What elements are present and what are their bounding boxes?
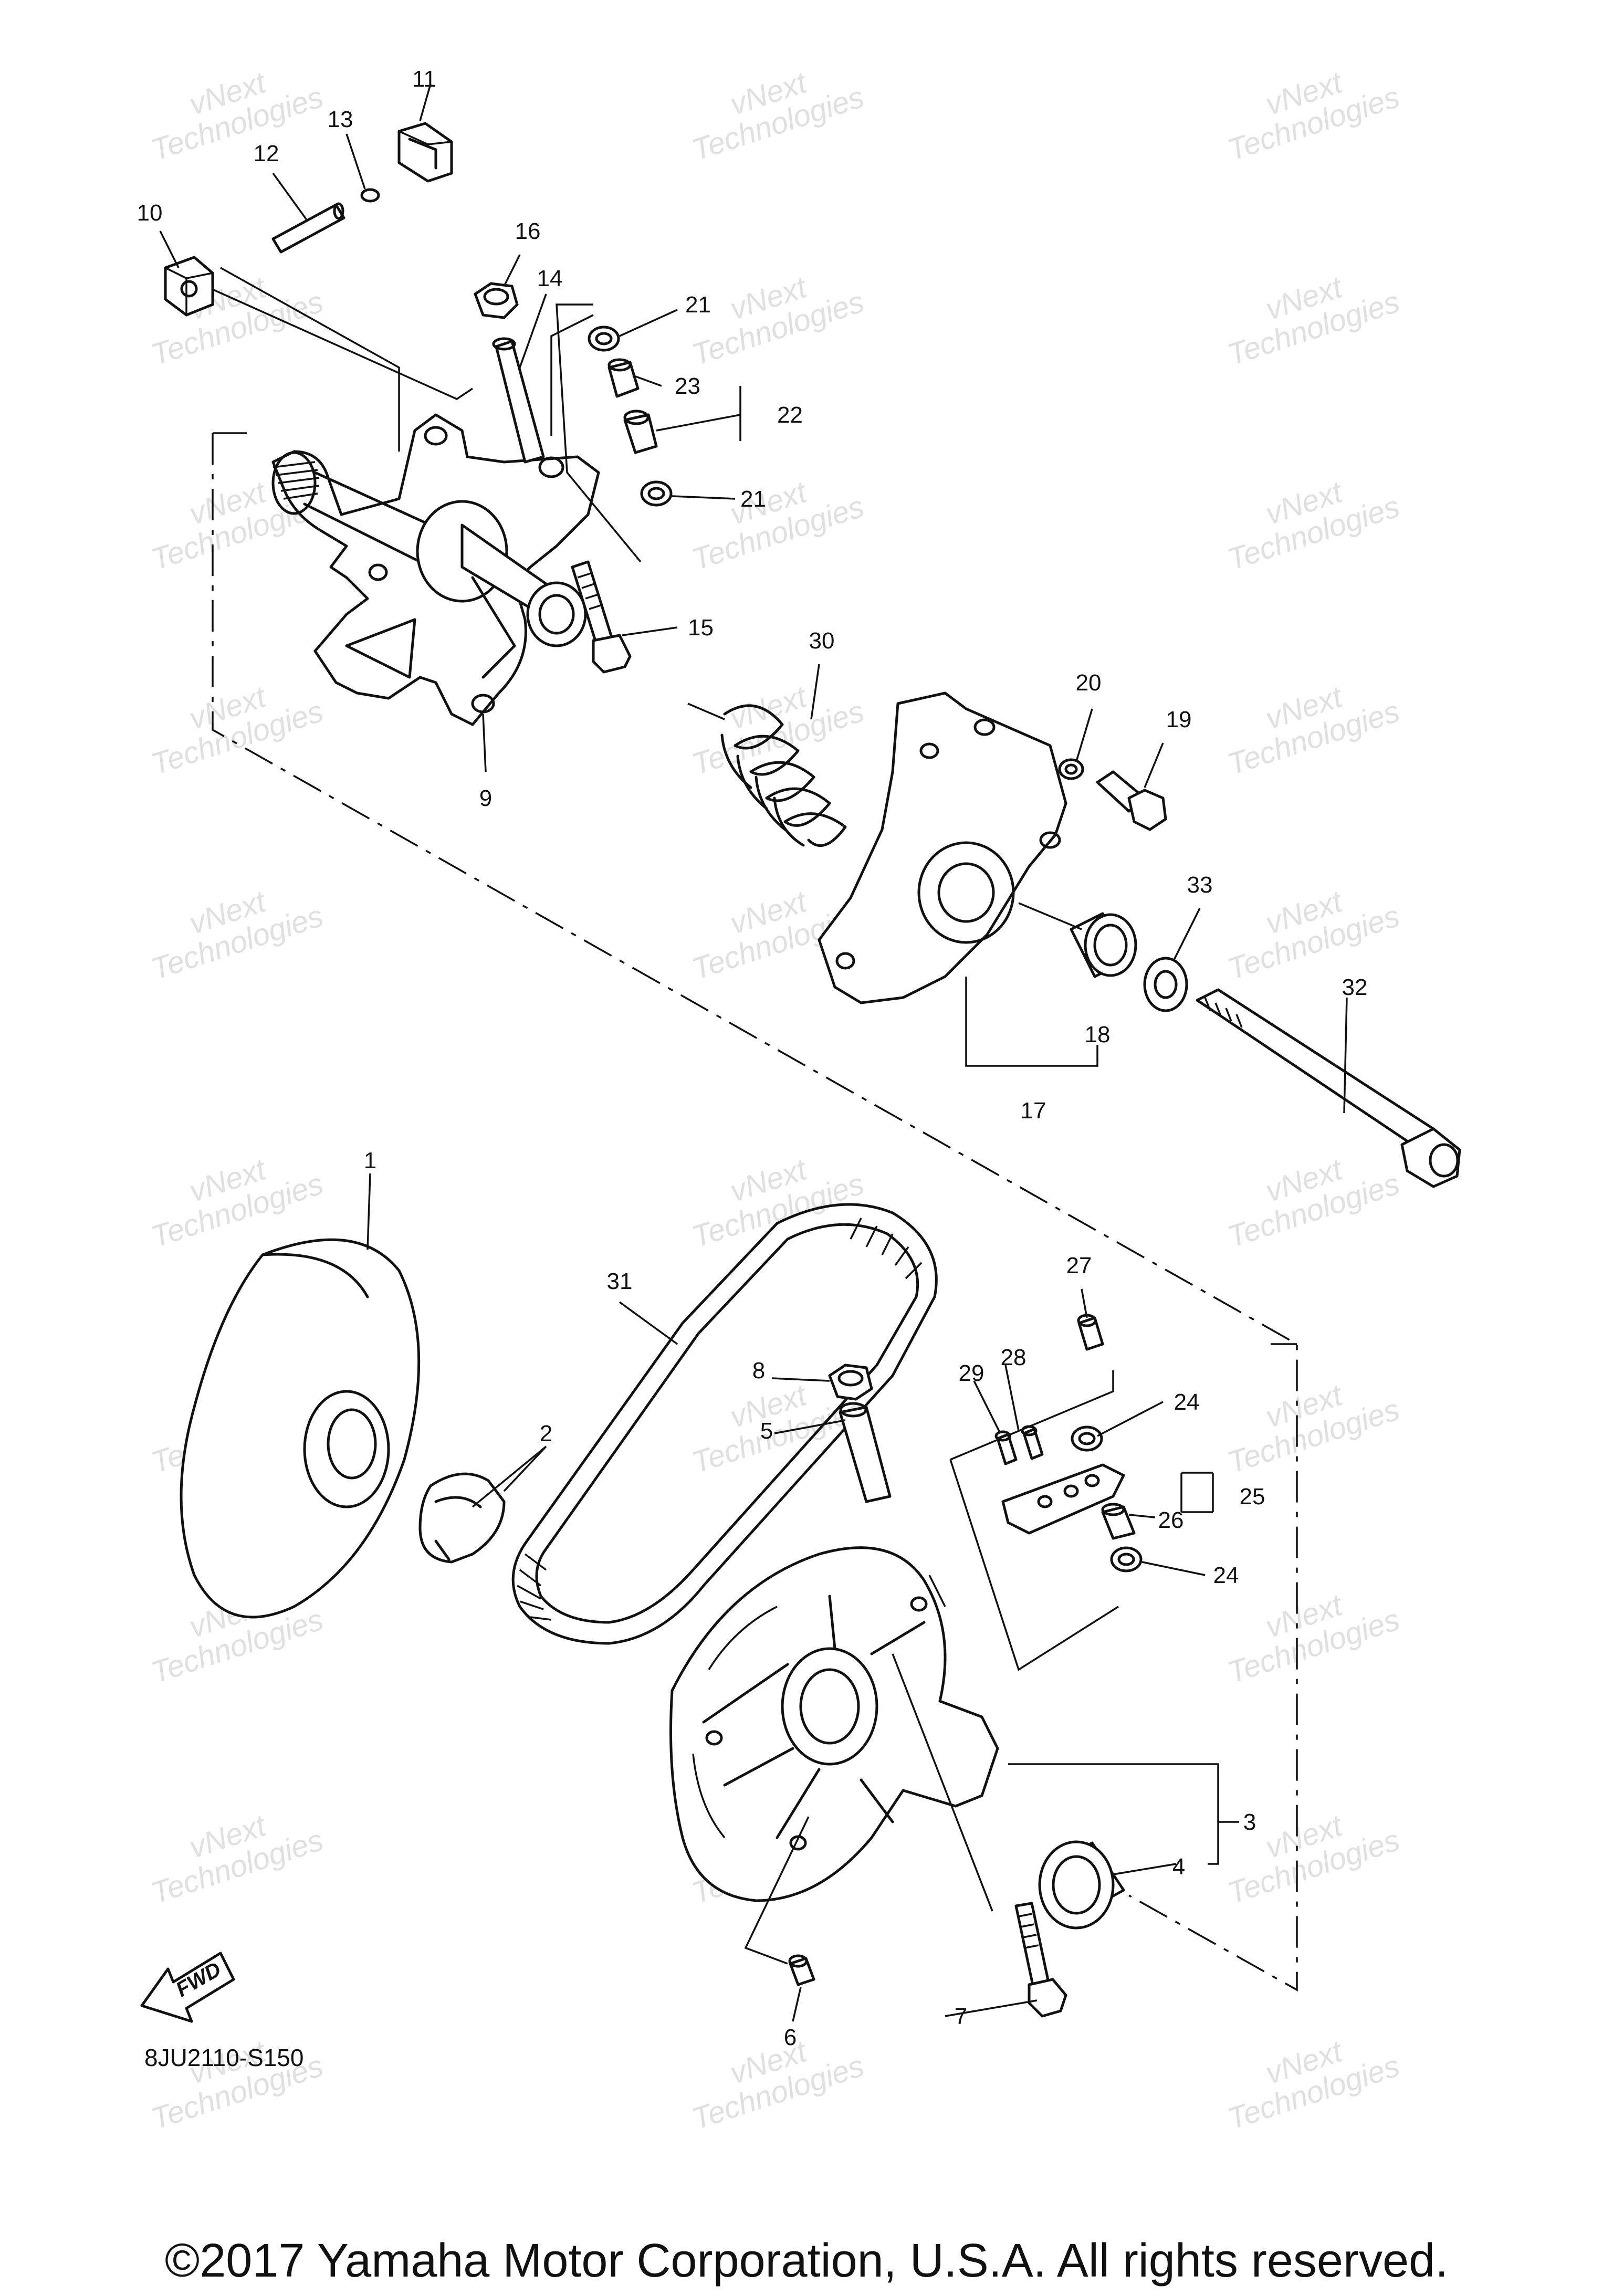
- cap-leader-lines: [687, 703, 1098, 1067]
- callout-24-bottom: 24: [1213, 1563, 1239, 1588]
- watermark-24: vNextTechnologies: [138, 1793, 328, 1911]
- part-6-pin: [788, 1954, 815, 1986]
- callout-14: 14: [537, 266, 563, 291]
- part-31-belt: [511, 1203, 938, 1645]
- callout-17: 17: [1021, 1098, 1046, 1124]
- watermark-23: vNextTechnologies: [1214, 1572, 1404, 1690]
- callout-12: 12: [254, 141, 279, 166]
- callout-4: 4: [1172, 1854, 1185, 1880]
- callout-10: 10: [137, 200, 163, 226]
- callout-20: 20: [1076, 670, 1102, 696]
- part-17-cap-plate: [818, 691, 1067, 1004]
- part-3-movable-sheave: [669, 1546, 999, 1902]
- part-8-nut: [828, 1364, 873, 1401]
- callout-1: 1: [364, 1148, 376, 1173]
- watermark-17: vNextTechnologies: [1214, 1137, 1404, 1254]
- watermark-0: vNextTechnologies: [138, 50, 328, 167]
- callout-11: 11: [412, 66, 436, 92]
- watermark-9: vNextTechnologies: [138, 664, 328, 782]
- watermark-20: vNextTechnologies: [1214, 1362, 1404, 1480]
- callout-16: 16: [515, 218, 541, 244]
- part-5-sleeve: [839, 1402, 892, 1503]
- watermark-5: vNextTechnologies: [1214, 255, 1404, 372]
- drawing-code: 8JU2110-S150: [144, 2044, 303, 2071]
- watermark-14: vNextTechnologies: [1214, 869, 1404, 987]
- watermark-16: vNextTechnologies: [678, 1137, 868, 1254]
- part-12-pin: [271, 202, 345, 254]
- callout-labels: 11 13 12 10 16 14 21 23 22 21 15 30 20 1…: [137, 66, 1368, 2050]
- part-13-ring: [360, 188, 380, 203]
- watermark-8: vNextTechnologies: [1214, 459, 1404, 577]
- watermark-26: vNextTechnologies: [1214, 1793, 1404, 1911]
- callout-30: 30: [809, 628, 835, 654]
- part-33-washer: [1143, 957, 1188, 1012]
- leader-lines-upper-left: [199, 267, 594, 452]
- callout-31: 31: [607, 1268, 633, 1294]
- fwd-arrow: FWD: [140, 1952, 235, 2023]
- watermark-12: vNextTechnologies: [138, 869, 328, 987]
- watermark-2: vNextTechnologies: [1214, 50, 1404, 167]
- callout-29: 29: [959, 1360, 984, 1386]
- part-7-bolt: [1014, 1902, 1067, 2018]
- part-14-sleeve: [492, 337, 545, 464]
- part-20-washer: [1058, 758, 1084, 780]
- watermark-28: vNextTechnologies: [678, 2019, 868, 2136]
- callout-6: 6: [784, 2025, 797, 2050]
- callout-24-top: 24: [1174, 1389, 1200, 1415]
- watermark-1: vNextTechnologies: [678, 50, 868, 167]
- callout-32: 32: [1342, 974, 1368, 1000]
- callout-18: 18: [1085, 1022, 1111, 1047]
- callout-leaders: [159, 83, 1348, 2022]
- part-16-nut: [474, 282, 519, 319]
- callout-21-top: 21: [685, 292, 711, 318]
- part-4-bushing: [1038, 1840, 1125, 1930]
- roller-arm-assembly: [928, 1314, 1143, 1671]
- callout-9: 9: [479, 785, 492, 811]
- callout-25: 25: [1240, 1484, 1265, 1509]
- watermark-11: vNextTechnologies: [1214, 664, 1404, 782]
- watermark-27: vNextTechnologies: [138, 2019, 328, 2136]
- callout-13: 13: [328, 107, 353, 132]
- callout-33: 33: [1187, 872, 1213, 898]
- callout-7: 7: [955, 2004, 967, 2029]
- assembly-frame-lines: [212, 432, 1298, 1991]
- bushing-group-22: [556, 303, 673, 563]
- watermark-7: vNextTechnologies: [678, 459, 868, 577]
- callout-8: 8: [752, 1358, 765, 1383]
- callout-22: 22: [777, 402, 803, 428]
- callout-2: 2: [540, 1421, 552, 1446]
- part-1-fixed-sheave: [180, 1238, 421, 1619]
- part-18-bushing: [1070, 912, 1137, 978]
- hub-assembly: [271, 413, 600, 726]
- copyright-notice: ©2017 Yamaha Motor Corporation, U.S.A. A…: [164, 2235, 1449, 2287]
- part-15-bolt: [571, 560, 632, 674]
- callout-3: 3: [1243, 1809, 1256, 1835]
- callout-19: 19: [1166, 707, 1192, 732]
- watermark-29: vNextTechnologies: [1214, 2019, 1404, 2136]
- callout-5: 5: [760, 1418, 773, 1444]
- part-10-block: [164, 256, 214, 317]
- callout-28: 28: [1001, 1345, 1027, 1370]
- watermark-15: vNextTechnologies: [138, 1137, 328, 1254]
- callout-15: 15: [688, 615, 714, 641]
- part-32-bolt: [1196, 988, 1461, 1188]
- callout-23: 23: [675, 373, 700, 399]
- part-30-spring: [720, 704, 847, 847]
- callout-27: 27: [1066, 1253, 1092, 1278]
- part-11-block: [397, 122, 453, 183]
- callout-26: 26: [1158, 1507, 1184, 1533]
- callout-21-bottom: 21: [740, 486, 766, 512]
- part-2-weights: [418, 1472, 506, 1564]
- part-19-bolt: [1096, 770, 1167, 831]
